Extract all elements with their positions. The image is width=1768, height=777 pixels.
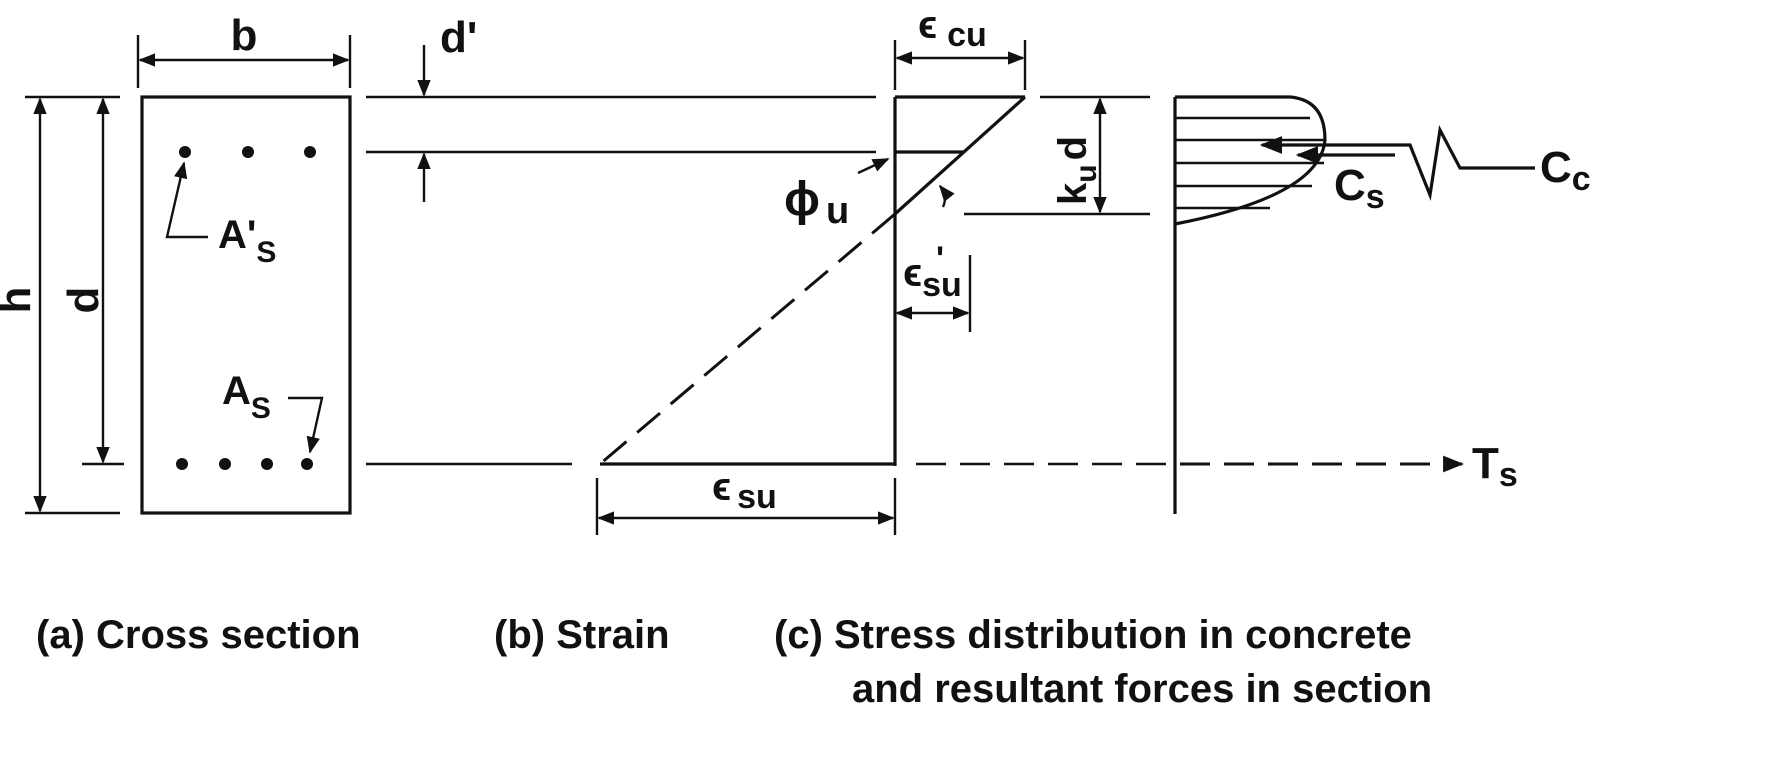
eps-su-prime-mark: ' bbox=[936, 240, 944, 278]
stress-block-curve bbox=[1174, 95, 1327, 226]
top-bar bbox=[242, 146, 254, 158]
caption-a: (a) Cross section bbox=[36, 613, 361, 657]
top-bar bbox=[304, 146, 316, 158]
As-leader bbox=[288, 396, 324, 454]
top-bar bbox=[179, 146, 191, 158]
h-label: h bbox=[0, 287, 40, 314]
caption-c-line1: (c) Stress distribution in concrete bbox=[774, 613, 1412, 657]
cross-section-panel: b h d A'S AS bbox=[0, 11, 352, 515]
bottom-bar bbox=[219, 458, 231, 470]
eps-su-prime-label: ϵsu bbox=[903, 251, 962, 304]
strain-dashed-extension bbox=[599, 212, 896, 466]
Ts-label: Ts bbox=[1472, 439, 1518, 494]
Cs-label: Cs bbox=[1334, 161, 1385, 216]
d-prime-dimension: d' bbox=[417, 13, 477, 202]
phi-arrow bbox=[857, 157, 890, 175]
strain-profile-line bbox=[893, 95, 1027, 216]
caption-c-line2: and resultant forces in section bbox=[852, 667, 1432, 711]
As-prime-label: A'S bbox=[218, 213, 276, 269]
Cc-label: Cc bbox=[1540, 143, 1591, 198]
bottom-bar bbox=[176, 458, 188, 470]
bottom-bar bbox=[261, 458, 273, 470]
bottom-bar bbox=[301, 458, 313, 470]
d-prime-label: d' bbox=[440, 13, 477, 62]
Cc-arrow bbox=[1259, 124, 1535, 202]
As-label: AS bbox=[222, 369, 271, 425]
phi-arc-arrow bbox=[938, 184, 955, 208]
caption-b: (b) Strain bbox=[494, 613, 670, 657]
beam-section-outline bbox=[140, 95, 352, 515]
d-label: d bbox=[59, 287, 108, 314]
ku-d-dimension: kud bbox=[964, 95, 1150, 216]
stress-panel: Cc Cs Ts bbox=[916, 95, 1591, 514]
As-prime-leader bbox=[165, 161, 208, 239]
ku-d-label: kud bbox=[1051, 136, 1103, 205]
b-label: b bbox=[231, 11, 258, 60]
